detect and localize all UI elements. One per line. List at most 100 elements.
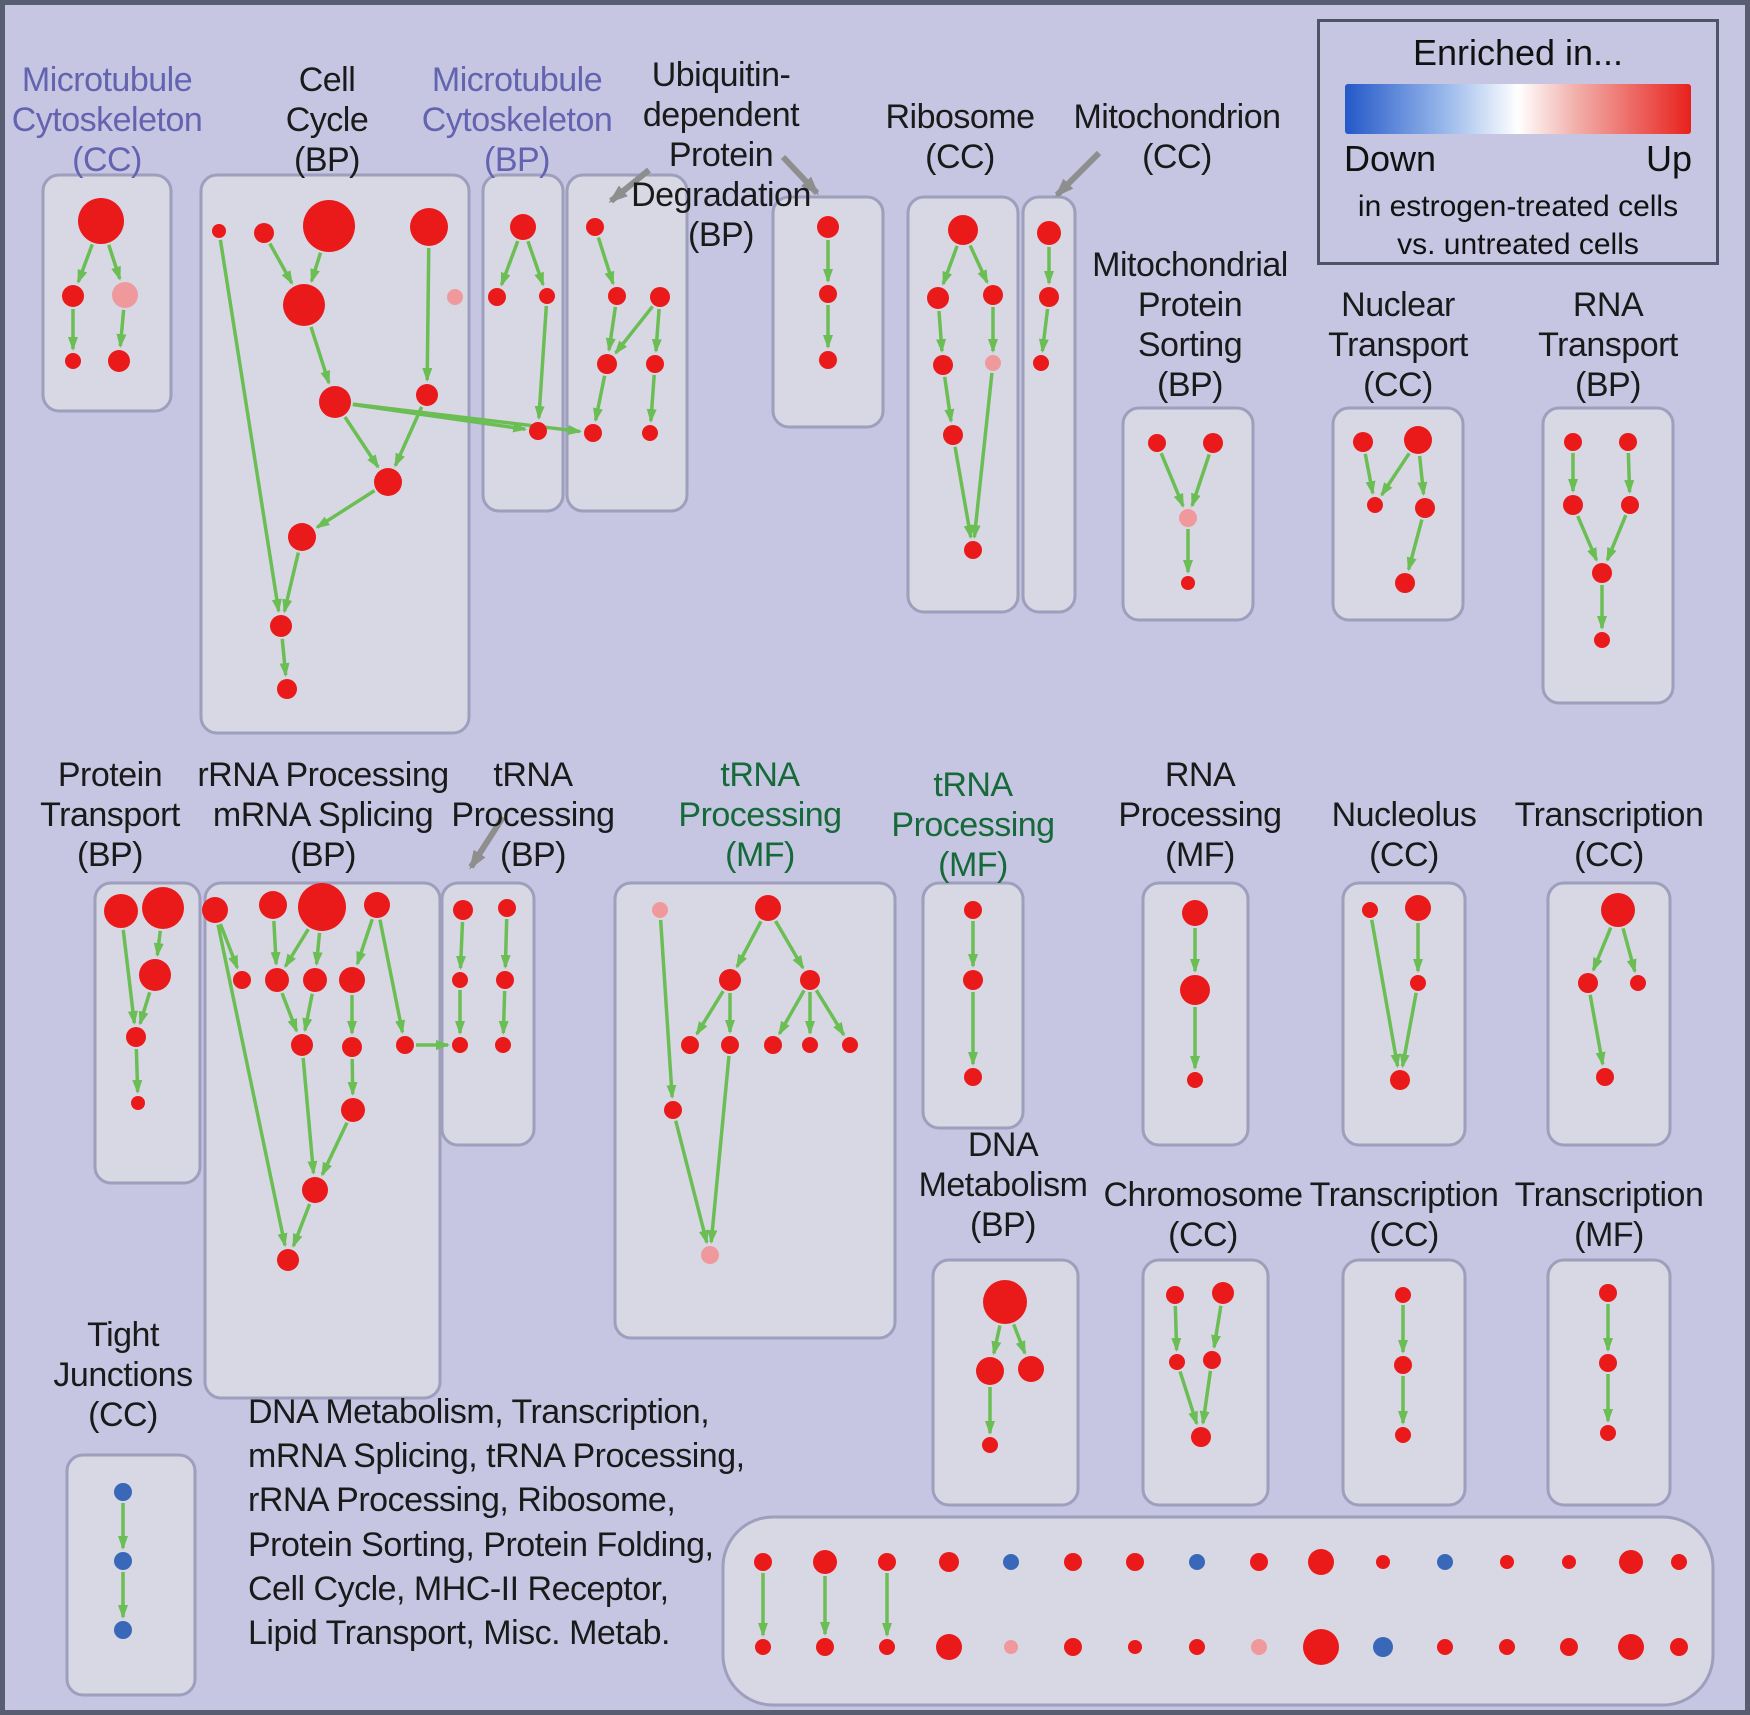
node-o1 <box>964 901 982 919</box>
edge-j4-j5 <box>1605 514 1628 562</box>
node-b4 <box>410 208 448 246</box>
edge-k2-k3 <box>153 930 164 958</box>
edge-m4-m6 <box>498 990 509 1036</box>
edge-b8-b9 <box>393 406 424 468</box>
edge-l9-l13 <box>301 1057 318 1176</box>
node-t3 <box>1018 1356 1044 1382</box>
node-c3 <box>539 288 555 304</box>
node-x7b <box>1128 1640 1142 1654</box>
node-l11 <box>396 1036 414 1054</box>
node-l13 <box>302 1177 328 1203</box>
node-k5 <box>131 1096 145 1110</box>
cluster-tight-junctions <box>65 1453 197 1697</box>
node-x10t <box>1308 1549 1334 1575</box>
node-q4 <box>1390 1070 1410 1090</box>
node-l6 <box>265 968 289 992</box>
edge-u3-u5 <box>1178 1370 1199 1426</box>
node-b9 <box>374 468 402 496</box>
node-x3t <box>878 1553 896 1571</box>
node-x13b <box>1499 1639 1515 1655</box>
node-l3 <box>298 883 346 931</box>
node-r1 <box>1601 893 1635 927</box>
node-x4b <box>936 1634 962 1660</box>
edge-u4-u5 <box>1199 1370 1213 1426</box>
node-x15t <box>1619 1550 1643 1574</box>
edge-r1-r3 <box>1621 927 1637 974</box>
edge-r2-r4 <box>1588 994 1606 1067</box>
node-l7 <box>303 968 327 992</box>
node-f4 <box>933 355 953 375</box>
node-x12t <box>1437 1554 1453 1570</box>
edge-n10-n11 <box>674 1120 709 1245</box>
legend-gradient-bar <box>1345 84 1691 134</box>
node-h1 <box>1148 434 1166 452</box>
edge-d1-d3 <box>605 306 618 353</box>
node-x2b <box>816 1638 834 1656</box>
edge-c3-c4 <box>534 305 549 421</box>
annotation-arrow-3 <box>1054 150 1102 198</box>
cluster-ubiquitin-left <box>565 173 689 513</box>
node-a1 <box>78 198 124 244</box>
node-u5 <box>1191 1427 1211 1447</box>
node-w3 <box>1600 1425 1616 1441</box>
edge-b11-b12 <box>279 638 290 678</box>
node-d3 <box>597 354 617 374</box>
node-m1 <box>453 900 473 920</box>
edge-m2-m4 <box>500 918 511 970</box>
edge-b9-b10 <box>315 489 376 529</box>
node-a5 <box>108 350 130 372</box>
node-g1 <box>1037 221 1061 245</box>
node-n3 <box>719 969 741 991</box>
edge-n4-n9 <box>814 989 846 1037</box>
cluster-trna-mf-large <box>613 881 897 1340</box>
node-u3 <box>1169 1354 1185 1370</box>
edge-f2-f4 <box>936 310 947 354</box>
edge-n3-n5 <box>695 990 725 1036</box>
edge-m1-m3 <box>456 921 467 971</box>
edge-a1-a3 <box>107 244 122 281</box>
edge-j2-j4 <box>1624 452 1635 495</box>
node-f1 <box>948 215 978 245</box>
edge-n6-n11 <box>707 1055 731 1245</box>
node-m4 <box>496 971 514 989</box>
node-x16t <box>1671 1554 1687 1570</box>
cluster-nucleolus <box>1341 881 1467 1147</box>
node-l2 <box>259 891 287 919</box>
node-b11 <box>270 615 292 637</box>
edge-l1-l14 <box>216 924 288 1248</box>
node-h3 <box>1179 509 1197 527</box>
node-m3 <box>452 972 468 988</box>
node-x8b <box>1189 1639 1205 1655</box>
node-j2 <box>1619 433 1637 451</box>
node-f5 <box>985 355 1001 371</box>
edge-l13-l14 <box>291 1203 312 1248</box>
edge-l10-l12 <box>347 1058 358 1097</box>
node-p3 <box>1187 1072 1203 1088</box>
node-r2 <box>1578 973 1598 993</box>
edge-i4-i5 <box>1406 519 1424 572</box>
edge-l3-l7 <box>312 932 323 967</box>
node-n10 <box>664 1101 682 1119</box>
edge-b5-b7 <box>309 326 331 385</box>
cluster-rrna-mrna <box>203 881 442 1400</box>
node-m2 <box>498 899 516 917</box>
cluster-trna-bp <box>440 881 536 1147</box>
node-i2 <box>1404 426 1432 454</box>
edge-c1-c3 <box>526 240 545 287</box>
cluster-transcription-cc-mid <box>1546 881 1672 1147</box>
node-a4 <box>65 353 81 369</box>
node-h2 <box>1203 433 1223 453</box>
edge-r1-r2 <box>1591 926 1613 972</box>
node-l9 <box>291 1034 313 1056</box>
node-s3 <box>114 1621 132 1639</box>
node-x11t <box>1376 1555 1390 1569</box>
node-l1 <box>202 897 228 923</box>
edge-l12-l13 <box>320 1121 349 1177</box>
legend-subtitle-line1: in estrogen-treated cells <box>1357 190 1679 223</box>
node-l14 <box>277 1249 299 1271</box>
node-c1 <box>510 214 536 240</box>
edge-l2-l6 <box>270 920 281 967</box>
edge-d2-d3 <box>614 305 654 355</box>
node-k2 <box>142 887 184 929</box>
node-x13t <box>1500 1555 1514 1569</box>
